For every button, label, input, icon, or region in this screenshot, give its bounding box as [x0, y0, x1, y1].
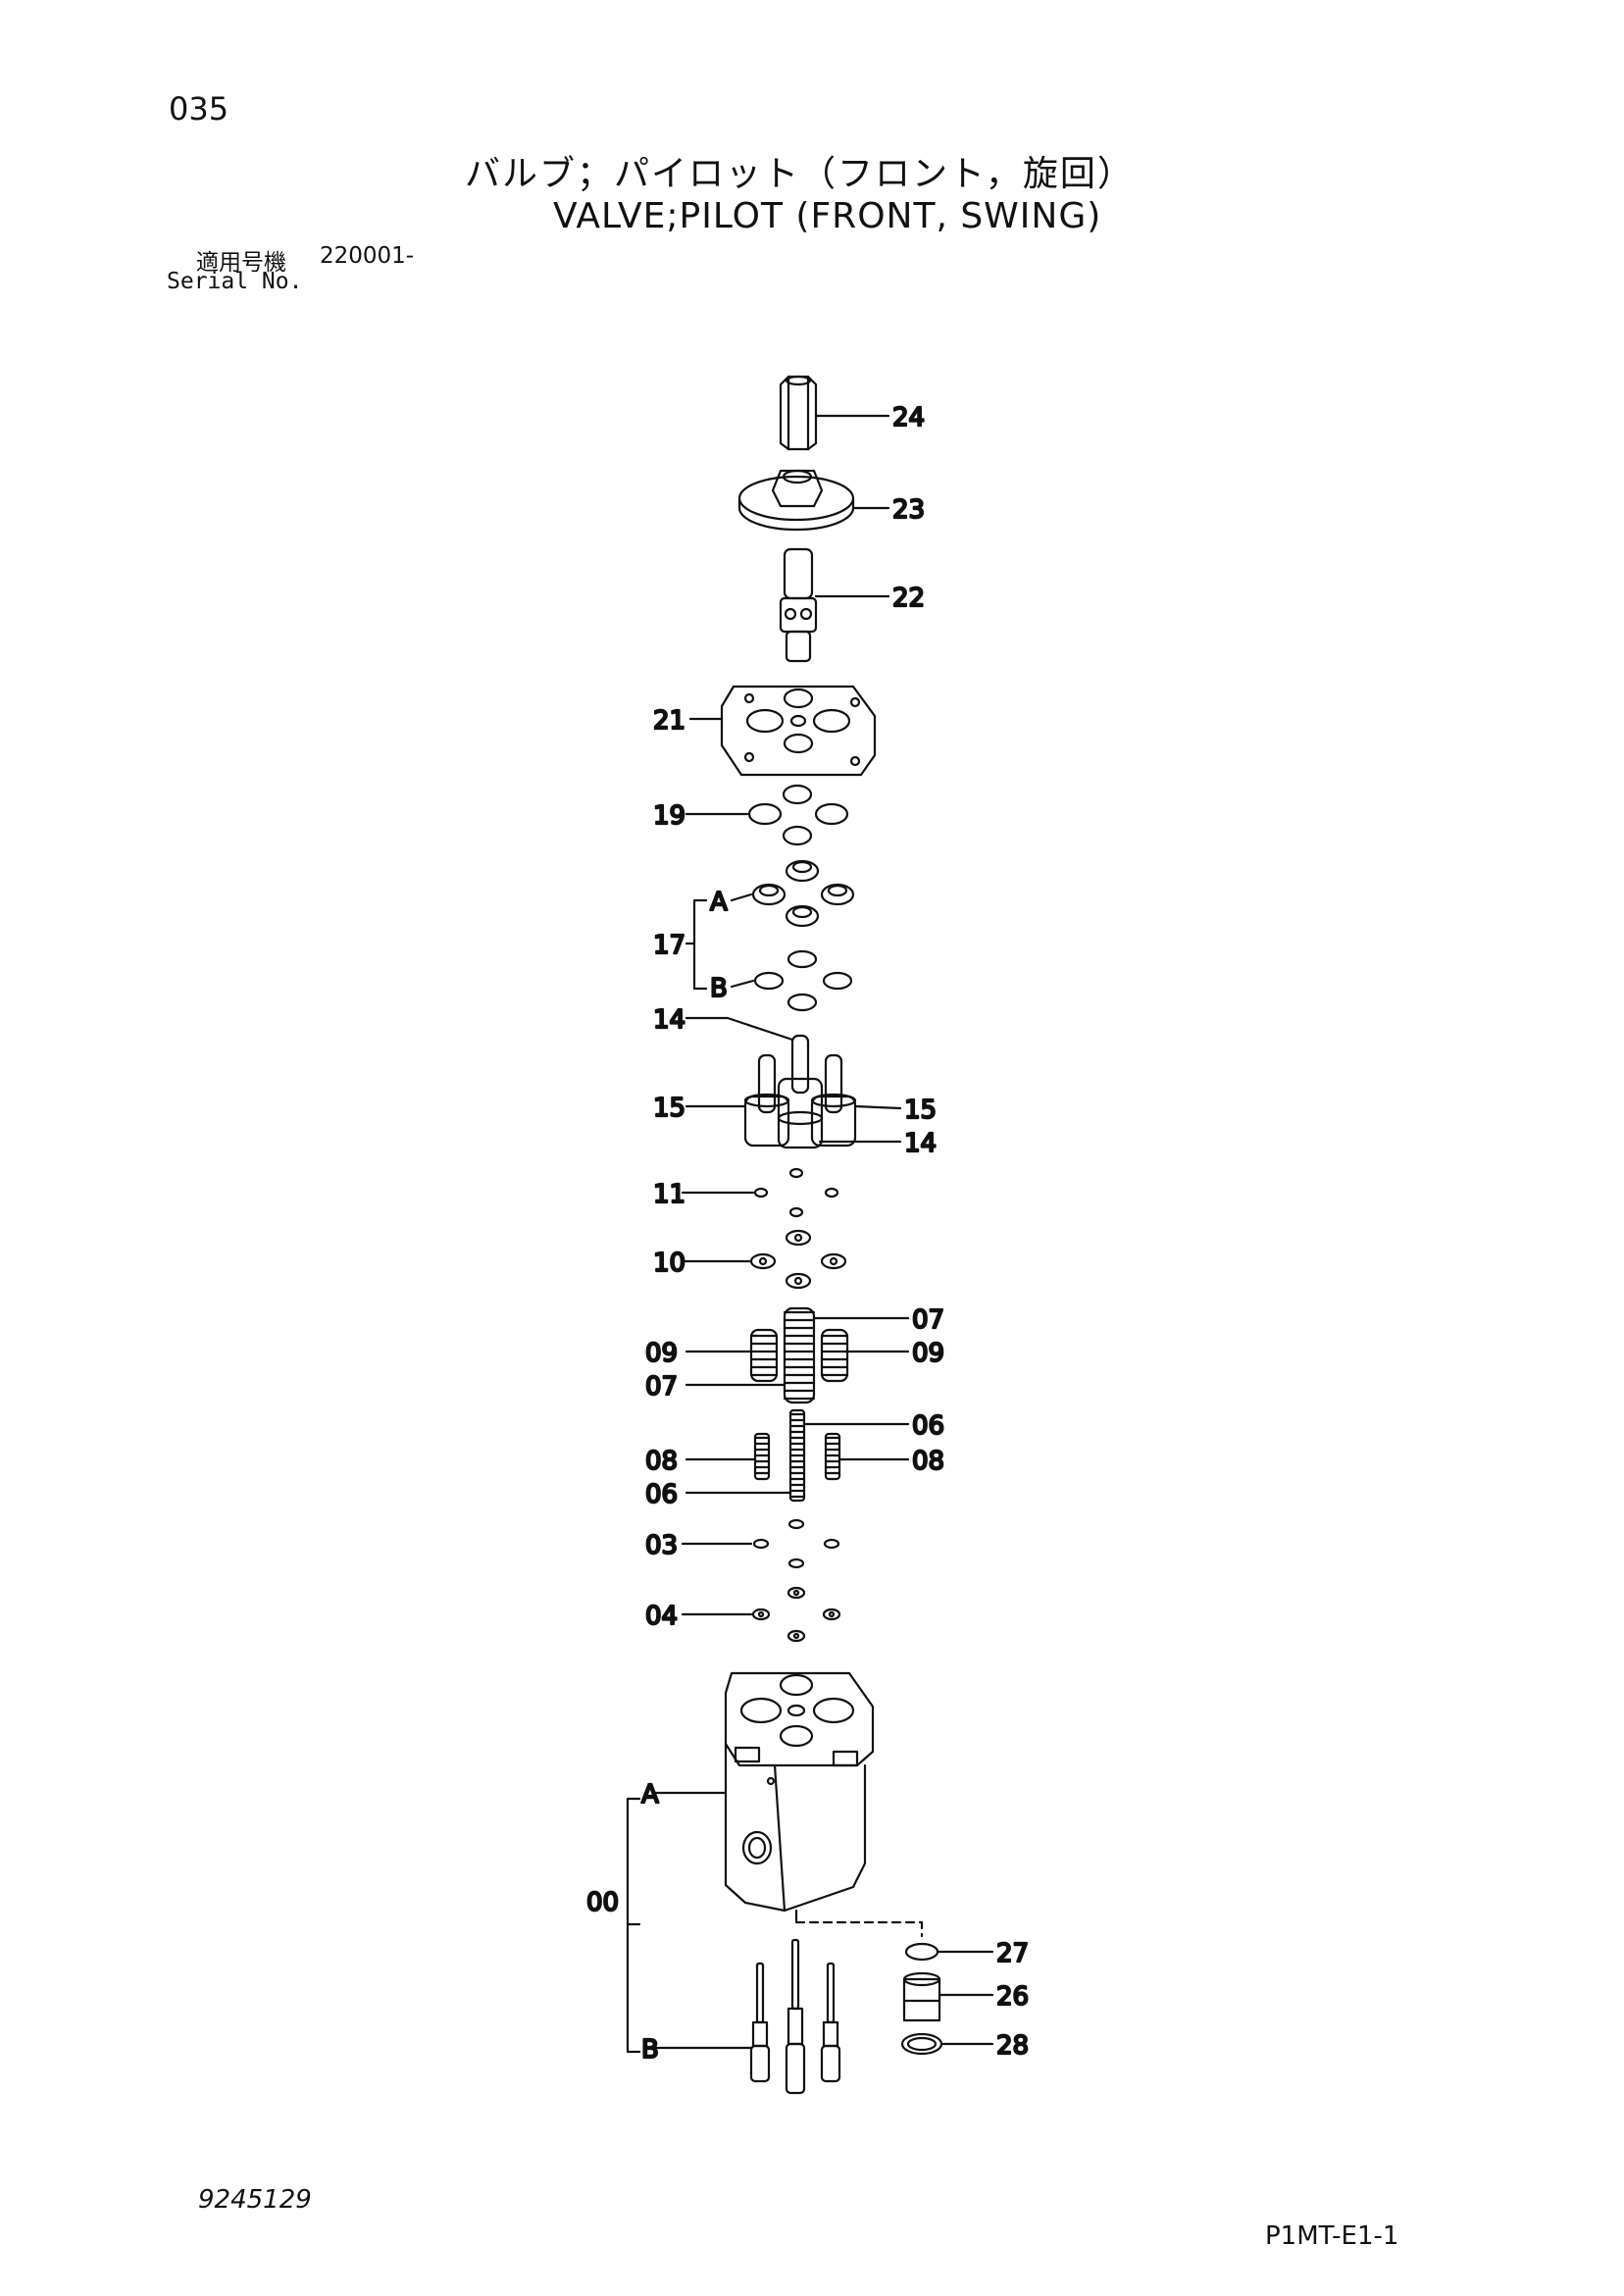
- part-11-washers: [681, 1167, 839, 1218]
- part-04-washers: [681, 1586, 841, 1643]
- drawing-number: 9245129: [198, 2185, 312, 2215]
- part-24-hex-socket: [779, 375, 890, 451]
- callout-19: 19: [653, 801, 685, 831]
- serial-label-english: Serial No.: [167, 269, 303, 294]
- callout-24: 24: [892, 403, 925, 433]
- serial-label-japanese: 適用号機: [196, 250, 286, 276]
- part-14-15-push-rods: [685, 1016, 902, 1149]
- callout-00-a: A: [641, 1780, 659, 1810]
- part-21-plate: [688, 685, 877, 777]
- callout-04: 04: [645, 1602, 678, 1631]
- callout-08-left: 08: [645, 1447, 678, 1476]
- part-06-08-springs: [685, 1408, 910, 1503]
- callout-06-right: 06: [912, 1411, 944, 1441]
- serial-value: 220001-: [320, 243, 415, 269]
- callout-06-left: 06: [645, 1480, 678, 1509]
- sheet-code: P1MT-E1-1: [1265, 2221, 1399, 2251]
- callout-03: 03: [645, 1531, 678, 1560]
- bracket-00: [626, 1922, 641, 2054]
- part-03-shims: [681, 1518, 840, 1569]
- callout-23: 23: [892, 495, 925, 525]
- part-07-09-springs: [685, 1306, 910, 1404]
- bracket-00-top: [626, 1797, 641, 1926]
- callout-26: 26: [996, 1982, 1029, 2012]
- callout-09-right: 09: [912, 1339, 944, 1368]
- callout-09-left: 09: [645, 1339, 678, 1368]
- title-japanese: バルブ；パイロット（フロント，旋回）: [465, 154, 1135, 194]
- part-00-casing: [724, 1671, 875, 1924]
- callout-07-left: 07: [645, 1372, 678, 1402]
- part-00-pins: [651, 1938, 841, 2095]
- callout-22: 22: [892, 584, 925, 613]
- callout-00: 00: [586, 1888, 619, 1917]
- part-10-spring-seats: [681, 1229, 847, 1290]
- callout-17: 17: [653, 931, 685, 960]
- part-22-plunger: [779, 547, 890, 663]
- part-17-seals: [685, 859, 855, 1012]
- callout-27: 27: [996, 1939, 1029, 1968]
- page-number: 035: [169, 90, 229, 128]
- callout-14-lower: 14: [904, 1129, 937, 1158]
- part-19-o-rings: [685, 784, 849, 846]
- callout-14-upper: 14: [653, 1005, 685, 1035]
- callout-21: 21: [653, 706, 685, 736]
- part-27-26-28-plug: [794, 1920, 994, 2056]
- callout-15-left: 15: [653, 1094, 685, 1123]
- callout-07-right: 07: [912, 1305, 944, 1335]
- callout-17-b: B: [710, 974, 728, 1003]
- callout-00-b: B: [641, 2035, 659, 2065]
- callout-15-right: 15: [904, 1096, 937, 1125]
- callout-10: 10: [653, 1249, 685, 1278]
- callout-17-a: A: [710, 888, 728, 917]
- part-23-cap: [737, 469, 890, 532]
- callout-11: 11: [653, 1180, 685, 1209]
- callout-28: 28: [996, 2031, 1029, 2061]
- callout-08-right: 08: [912, 1447, 944, 1476]
- title-english: VALVE;PILOT (FRONT, SWING): [553, 196, 1102, 236]
